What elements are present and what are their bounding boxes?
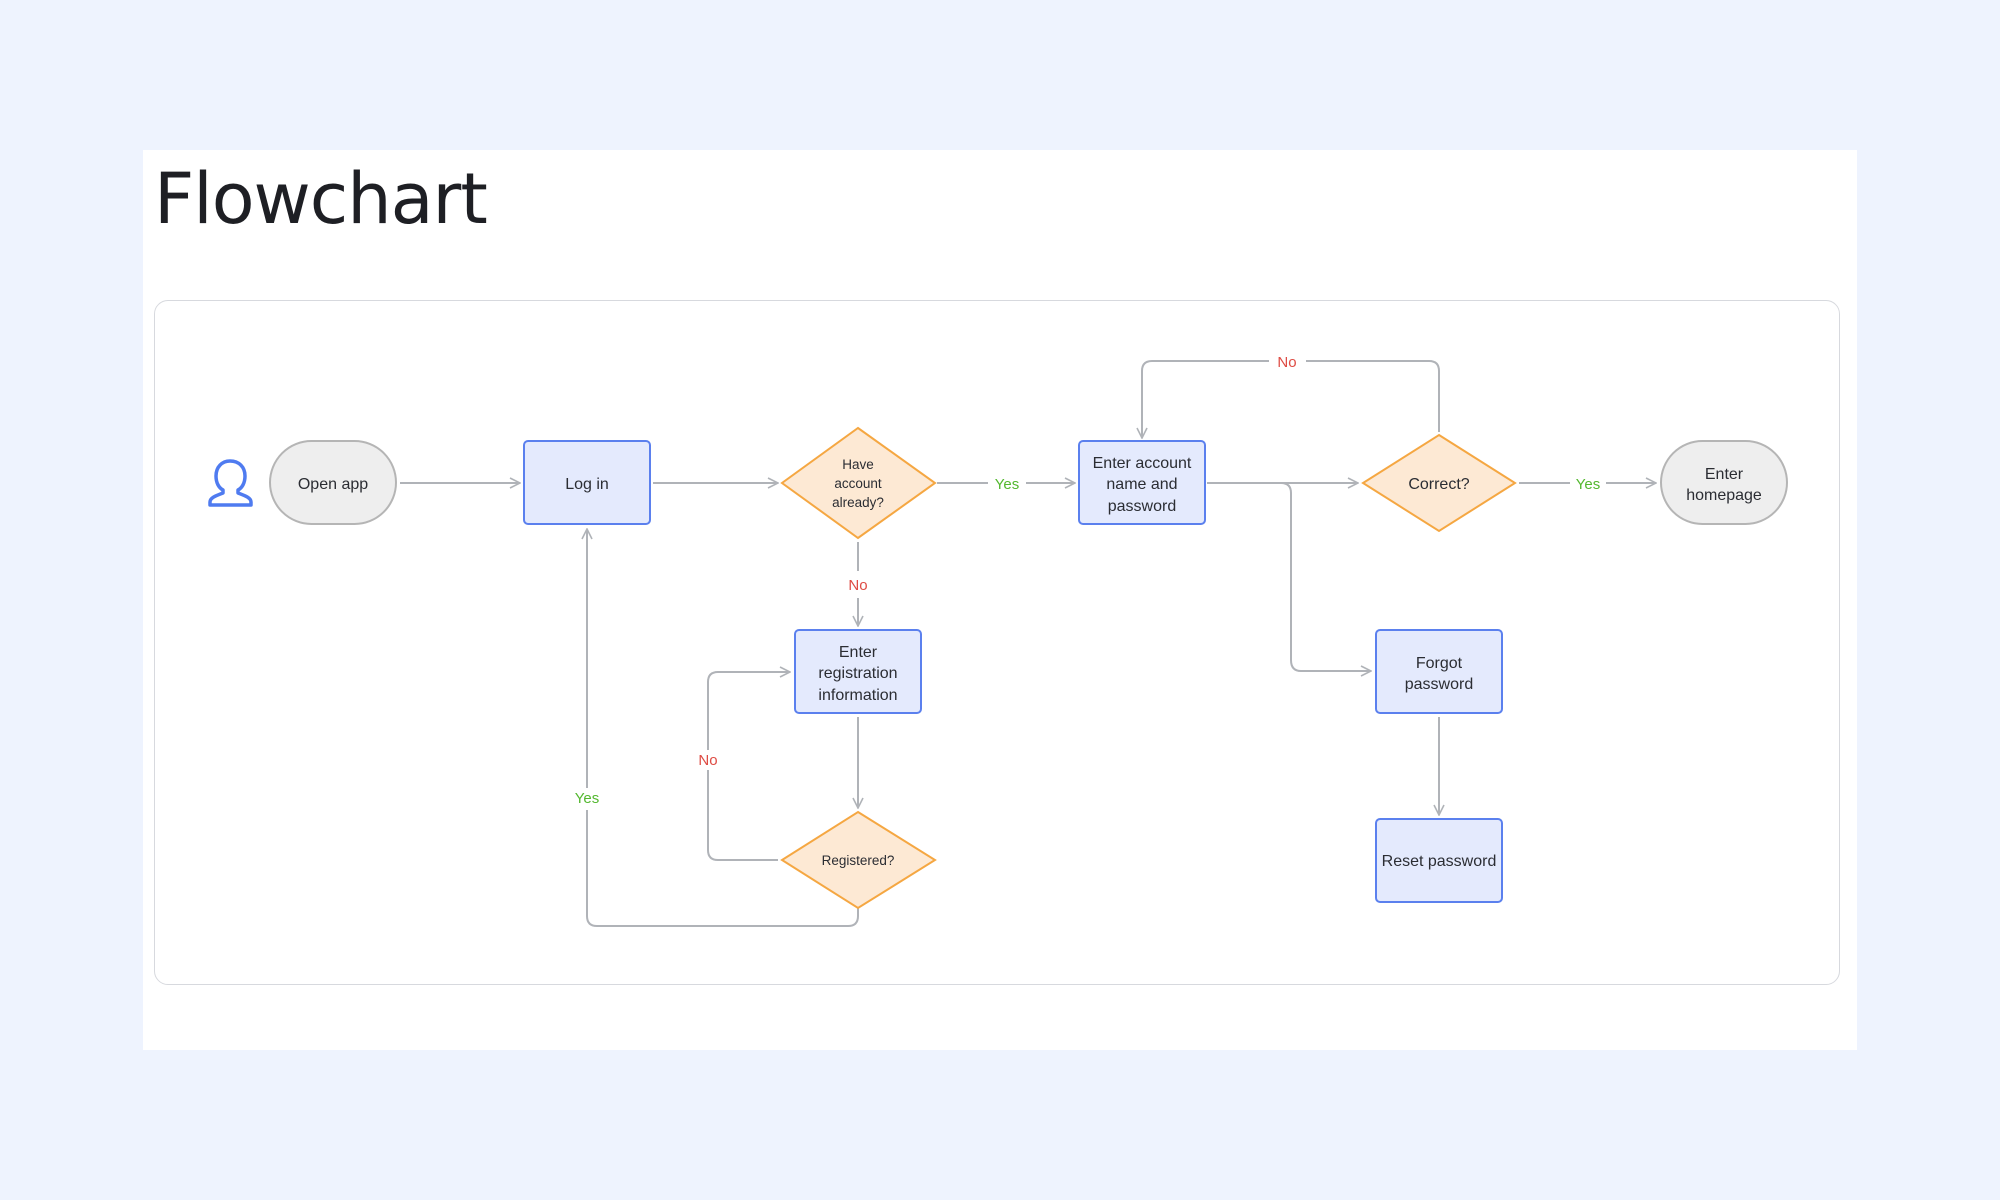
node-have-account-line-2: account [834,476,882,491]
node-log-in-label: Log in [565,476,609,493]
node-enter-account[interactable]: Enter account name and password [1078,440,1206,525]
edge-correct-no-b [1142,360,1269,438]
edge-enter-account-to-forgot-password [1280,482,1371,671]
node-have-account[interactable]: Have account already? [780,426,937,540]
node-registered[interactable]: Registered? [780,810,937,910]
node-enter-registration-line-3: information [818,687,897,704]
node-reset-password-label: Reset password [1382,853,1497,870]
edge-label-registered-yes: Yes [575,790,599,807]
user-icon [208,459,253,507]
flowchart-card: Flowchart [143,150,1857,1050]
node-enter-homepage[interactable]: Enter homepage [1660,440,1788,525]
page-title: Flowchart [154,158,488,240]
node-enter-homepage-line-2: homepage [1686,487,1762,504]
edge-registered-yes-a [586,810,859,927]
node-enter-registration[interactable]: Enter registration information [794,629,922,714]
node-correct-label: Correct? [1408,476,1469,493]
node-enter-account-line-2: name and [1106,476,1177,493]
node-enter-account-line-3: password [1108,498,1176,515]
node-enter-account-line-1: Enter account [1093,455,1192,472]
node-open-app-label: Open app [298,476,368,493]
node-have-account-line-1: Have [842,457,874,472]
node-forgot-password[interactable]: Forgot password [1375,629,1503,714]
edge-label-registered-no: No [698,752,717,769]
edge-label-correct-yes: Yes [1576,476,1600,493]
edge-label-have-account-yes: Yes [995,476,1019,493]
node-have-account-line-3: already? [832,495,884,510]
node-correct[interactable]: Correct? [1361,433,1517,533]
edge-label-correct-no: No [1277,354,1296,371]
node-enter-homepage-line-1: Enter [1705,466,1744,483]
node-reset-password[interactable]: Reset password [1375,818,1503,903]
edge-registered-no-a [707,770,778,861]
node-forgot-password-line-1: Forgot [1416,655,1463,672]
node-registered-label: Registered? [822,853,895,868]
edge-registered-no-b [707,672,790,750]
edge-label-have-account-no: No [848,577,867,594]
node-enter-registration-line-2: registration [818,665,897,682]
edge-correct-no-a [1306,360,1440,432]
node-forgot-password-line-2: password [1405,676,1473,693]
node-log-in[interactable]: Log in [523,440,651,525]
node-enter-registration-line-1: Enter [839,644,878,661]
node-open-app[interactable]: Open app [269,440,397,525]
diagram-frame [154,300,1840,985]
